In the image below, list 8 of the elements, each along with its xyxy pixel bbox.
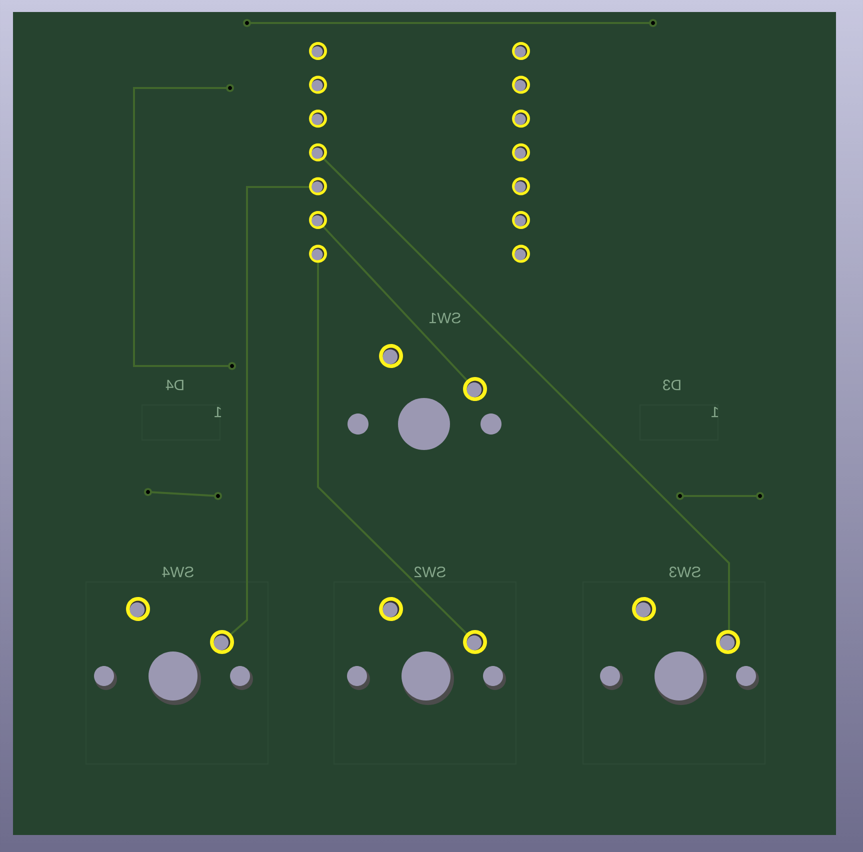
silkscreen-label: 1	[214, 406, 222, 418]
silkscreen-label: SW4	[162, 566, 194, 578]
silkscreen-label: 1	[712, 406, 718, 418]
silkscreen-label: SW3	[669, 566, 701, 578]
silkscreen-label: D3	[663, 380, 680, 390]
silkscreen-label: SW1	[429, 312, 461, 324]
silkscreen-label: SW2	[414, 566, 446, 578]
silkscreen-label: D4	[166, 380, 184, 390]
